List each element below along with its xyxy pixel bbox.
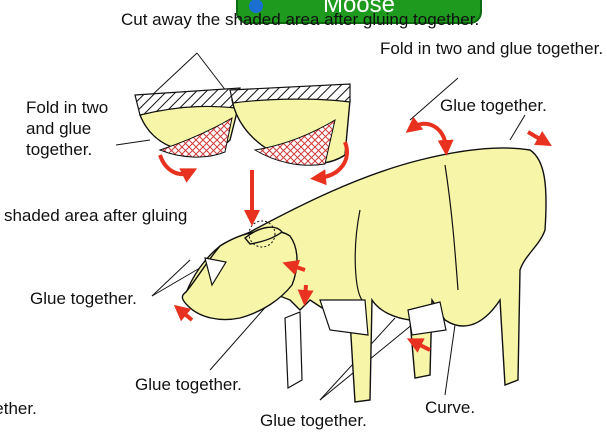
leg-panel [285,312,302,388]
label-cut-left: Cut away the shaded area after gluing to… [0,205,200,247]
label-glue-bottom-mid: Glue together. [135,374,242,395]
label-glue-left: Glue together. [30,288,137,309]
arrow-chest [305,285,306,298]
arrow-tail [528,132,545,142]
arrow-shoulder [412,124,446,148]
label-glue-bottom-right: Glue together. [260,410,367,431]
label-curve: Curve. [425,397,475,418]
arrow-left-antler [160,155,190,174]
label-fold-top: Fold in two and glue together. [380,38,558,59]
label-fold-left: Fold in two and glue together. [26,97,136,160]
label-glue-top-right: Glue together. [440,95,547,116]
arrow-snout [180,310,192,320]
label-cut-top: Cut away the shaded area after gluing to… [121,9,321,30]
belly-panel [320,300,368,335]
label-glue-bottom-left: Glue together. [0,398,37,419]
